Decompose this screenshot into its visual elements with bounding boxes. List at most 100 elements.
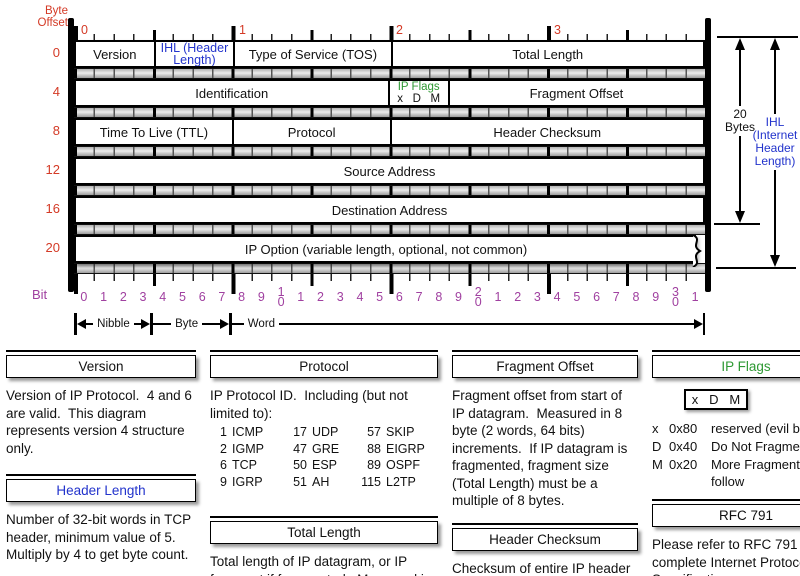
- row-separator: [74, 146, 705, 157]
- field-tos-label: Type of Service (TOS): [248, 46, 378, 62]
- protocol-number: 2: [220, 441, 227, 456]
- header-row-offset-16: Destination Address: [74, 196, 705, 224]
- field-total-length-label: Total Length: [512, 46, 584, 62]
- protocol-name: GRE: [312, 441, 340, 456]
- version-note-title: Version: [6, 355, 196, 378]
- flag-hex: 0x40: [669, 439, 698, 454]
- protocol-note-title: Protocol: [210, 355, 438, 378]
- header-field-stack: 0 1 2 3 Version IHL (Header Length) Type…: [74, 23, 705, 336]
- field-identification: Identification: [76, 81, 388, 105]
- field-ip-option: IP Option (variable length, optional, no…: [76, 237, 696, 261]
- field-ip-flags-label: IP Flags: [397, 81, 440, 93]
- header-length-note-body: Number of 32-bit words in TCP header, mi…: [6, 512, 195, 562]
- bit-number: 4: [159, 290, 167, 304]
- field-ttl: Time To Live (TTL): [76, 120, 232, 144]
- twenty-bytes-label: 20 Bytes: [724, 107, 755, 135]
- protocol-note-intro: IP Protocol ID. Including (but not limit…: [210, 388, 412, 421]
- flag-desc: reserved (evil bit): [711, 421, 800, 436]
- bit-number: 9: [455, 290, 462, 304]
- row-separator: [74, 263, 705, 274]
- protocol-number: 50: [293, 458, 307, 472]
- field-fragment-offset: Fragment Offset: [447, 81, 703, 105]
- bit-number: 0: [80, 290, 88, 304]
- protocol-number: 88: [367, 441, 381, 456]
- field-tos: Type of Service (TOS): [233, 42, 390, 66]
- field-destination-address-label: Destination Address: [331, 202, 448, 218]
- protocol-name: ICMP: [232, 425, 264, 439]
- field-total-length: Total Length: [390, 42, 704, 66]
- header-checksum-note-body: Checksum of entire IP header: [452, 560, 631, 576]
- version-note-body: Version of IP Protocol. 4 and 6 are vali…: [6, 388, 196, 456]
- header-row-offset-0: Version IHL (Header Length) Type of Serv…: [74, 40, 705, 68]
- notes-column-4: IP Flags x D M x 0x80 reserved (evil bit…: [652, 350, 800, 576]
- flag-hex: 0x80: [669, 421, 698, 436]
- bit-number: 3: [139, 290, 147, 304]
- word-span: Word: [231, 312, 705, 336]
- bit-number: 7: [218, 290, 226, 304]
- field-version-label: Version: [93, 46, 137, 62]
- field-ip-flags: IP Flags x D M: [387, 81, 448, 105]
- protocol-number: 9: [220, 474, 227, 489]
- bit-number: 2: [119, 290, 127, 304]
- row-separator: [74, 107, 705, 118]
- protocol-name: SKIP: [386, 425, 415, 439]
- header-row-offset-20: IP Option (variable length, optional, no…: [74, 235, 702, 267]
- bit-number: 2: [317, 290, 324, 304]
- field-source-address-label: Source Address: [343, 163, 436, 179]
- byte-tick-2: 2: [396, 23, 403, 37]
- bit-number: 6: [395, 290, 403, 304]
- protocol-name: EIGRP: [386, 441, 425, 456]
- bit-number: 1: [297, 290, 305, 304]
- bit-number: 6: [198, 290, 206, 304]
- arrow-20-bytes: 20 Bytes: [716, 38, 764, 223]
- bit-number: 3 0: [671, 285, 679, 309]
- arrow-ihl: IHL (Internet Header Length): [750, 38, 800, 267]
- header-row-offset-4: Identification IP Flags x D M Fragment O…: [74, 79, 705, 107]
- bit-number: 9: [257, 290, 265, 304]
- field-identification-label: Identification: [195, 85, 269, 101]
- flag-hex: 0x20: [669, 457, 698, 472]
- protocol-name: UDP: [312, 425, 339, 439]
- protocol-name: IGRP: [232, 474, 263, 489]
- row-offset-16: 16: [45, 201, 60, 216]
- bit-number: 5: [376, 290, 384, 304]
- bit-number: 2 0: [474, 285, 482, 309]
- protocol-number: 57: [367, 425, 381, 439]
- byte-tick-1: 1: [239, 23, 246, 37]
- protocol-number: 51: [293, 474, 307, 489]
- field-fragment-offset-label: Fragment Offset: [529, 85, 624, 101]
- byte-offset-axis-label: Byte Offset: [37, 5, 68, 29]
- fragment-offset-note-title: Fragment Offset: [452, 355, 638, 378]
- header-length-note-title: Header Length: [6, 479, 196, 502]
- field-destination-address: Destination Address: [76, 198, 703, 222]
- row-offset-8: 8: [52, 123, 60, 138]
- rfc-note-body: Please refer to RFC 791 for the complete…: [652, 537, 800, 576]
- nibble-span: Nibble: [74, 312, 153, 336]
- bit-number: 7: [612, 290, 620, 304]
- protocol-name: L2TP: [386, 474, 416, 489]
- bit-number: 2: [514, 290, 522, 304]
- bit-number: 8: [632, 290, 640, 304]
- protocol-name: ESP: [312, 458, 338, 472]
- byte-span-label: Byte: [175, 318, 199, 330]
- row-offset-4: 4: [52, 84, 60, 99]
- byte-tick-0: 0: [81, 23, 88, 37]
- byte-tick-3: 3: [554, 23, 561, 37]
- bit-number: 1: [100, 290, 108, 304]
- notes-column-2: Protocol IP Protocol ID. Including (but …: [210, 350, 438, 576]
- bit-number: 5: [178, 290, 186, 304]
- total-length-note-title: Total Length: [210, 521, 438, 544]
- protocol-name: IGMP: [232, 441, 264, 456]
- protocol-number: 1: [220, 425, 227, 439]
- row-offset-20: 20: [45, 240, 60, 255]
- protocol-number: 17: [293, 425, 307, 439]
- rfc-note-title: RFC 791: [652, 504, 800, 527]
- torn-edge: [692, 235, 702, 267]
- ihl-end-line: [716, 267, 796, 269]
- twenty-bytes-end-line: [714, 223, 760, 225]
- bit-number: 3: [336, 290, 344, 304]
- field-protocol: Protocol: [231, 120, 390, 144]
- row-separator: [74, 185, 705, 196]
